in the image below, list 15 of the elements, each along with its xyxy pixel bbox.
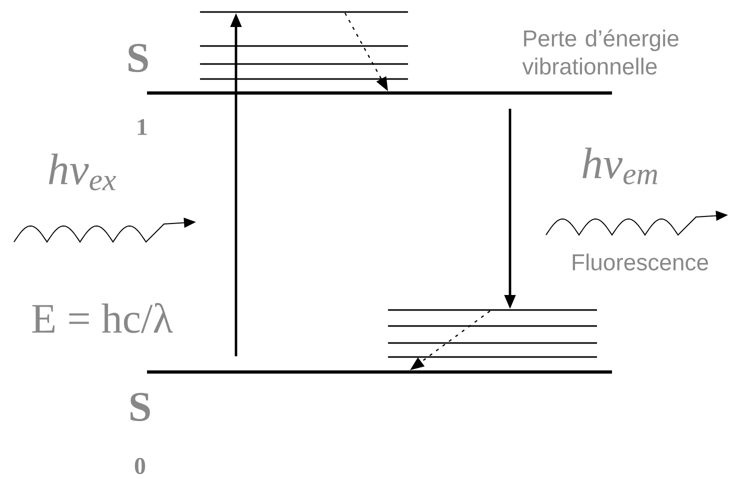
- label-text: 1: [138, 119, 147, 135]
- energy-level-line: [388, 342, 597, 344]
- label-text: S: [130, 392, 150, 422]
- label-text: Fluorescence: [572, 254, 708, 270]
- energy-level-line: [200, 11, 408, 13]
- label-text: hv$_{em}$: [582, 148, 658, 184]
- energy-level-line: [388, 325, 597, 327]
- label-text: hv$_{ex}$: [48, 154, 116, 190]
- energy-level-line: [200, 45, 408, 47]
- label-text: E = hc/λ: [32, 303, 173, 333]
- label-text: 0: [134, 458, 146, 474]
- energy-level-line: [200, 63, 408, 65]
- energy-level-line: [388, 309, 597, 311]
- label-text: S: [128, 44, 148, 72]
- label-text: Perte d’énergie vibrationnelle: [522, 29, 678, 75]
